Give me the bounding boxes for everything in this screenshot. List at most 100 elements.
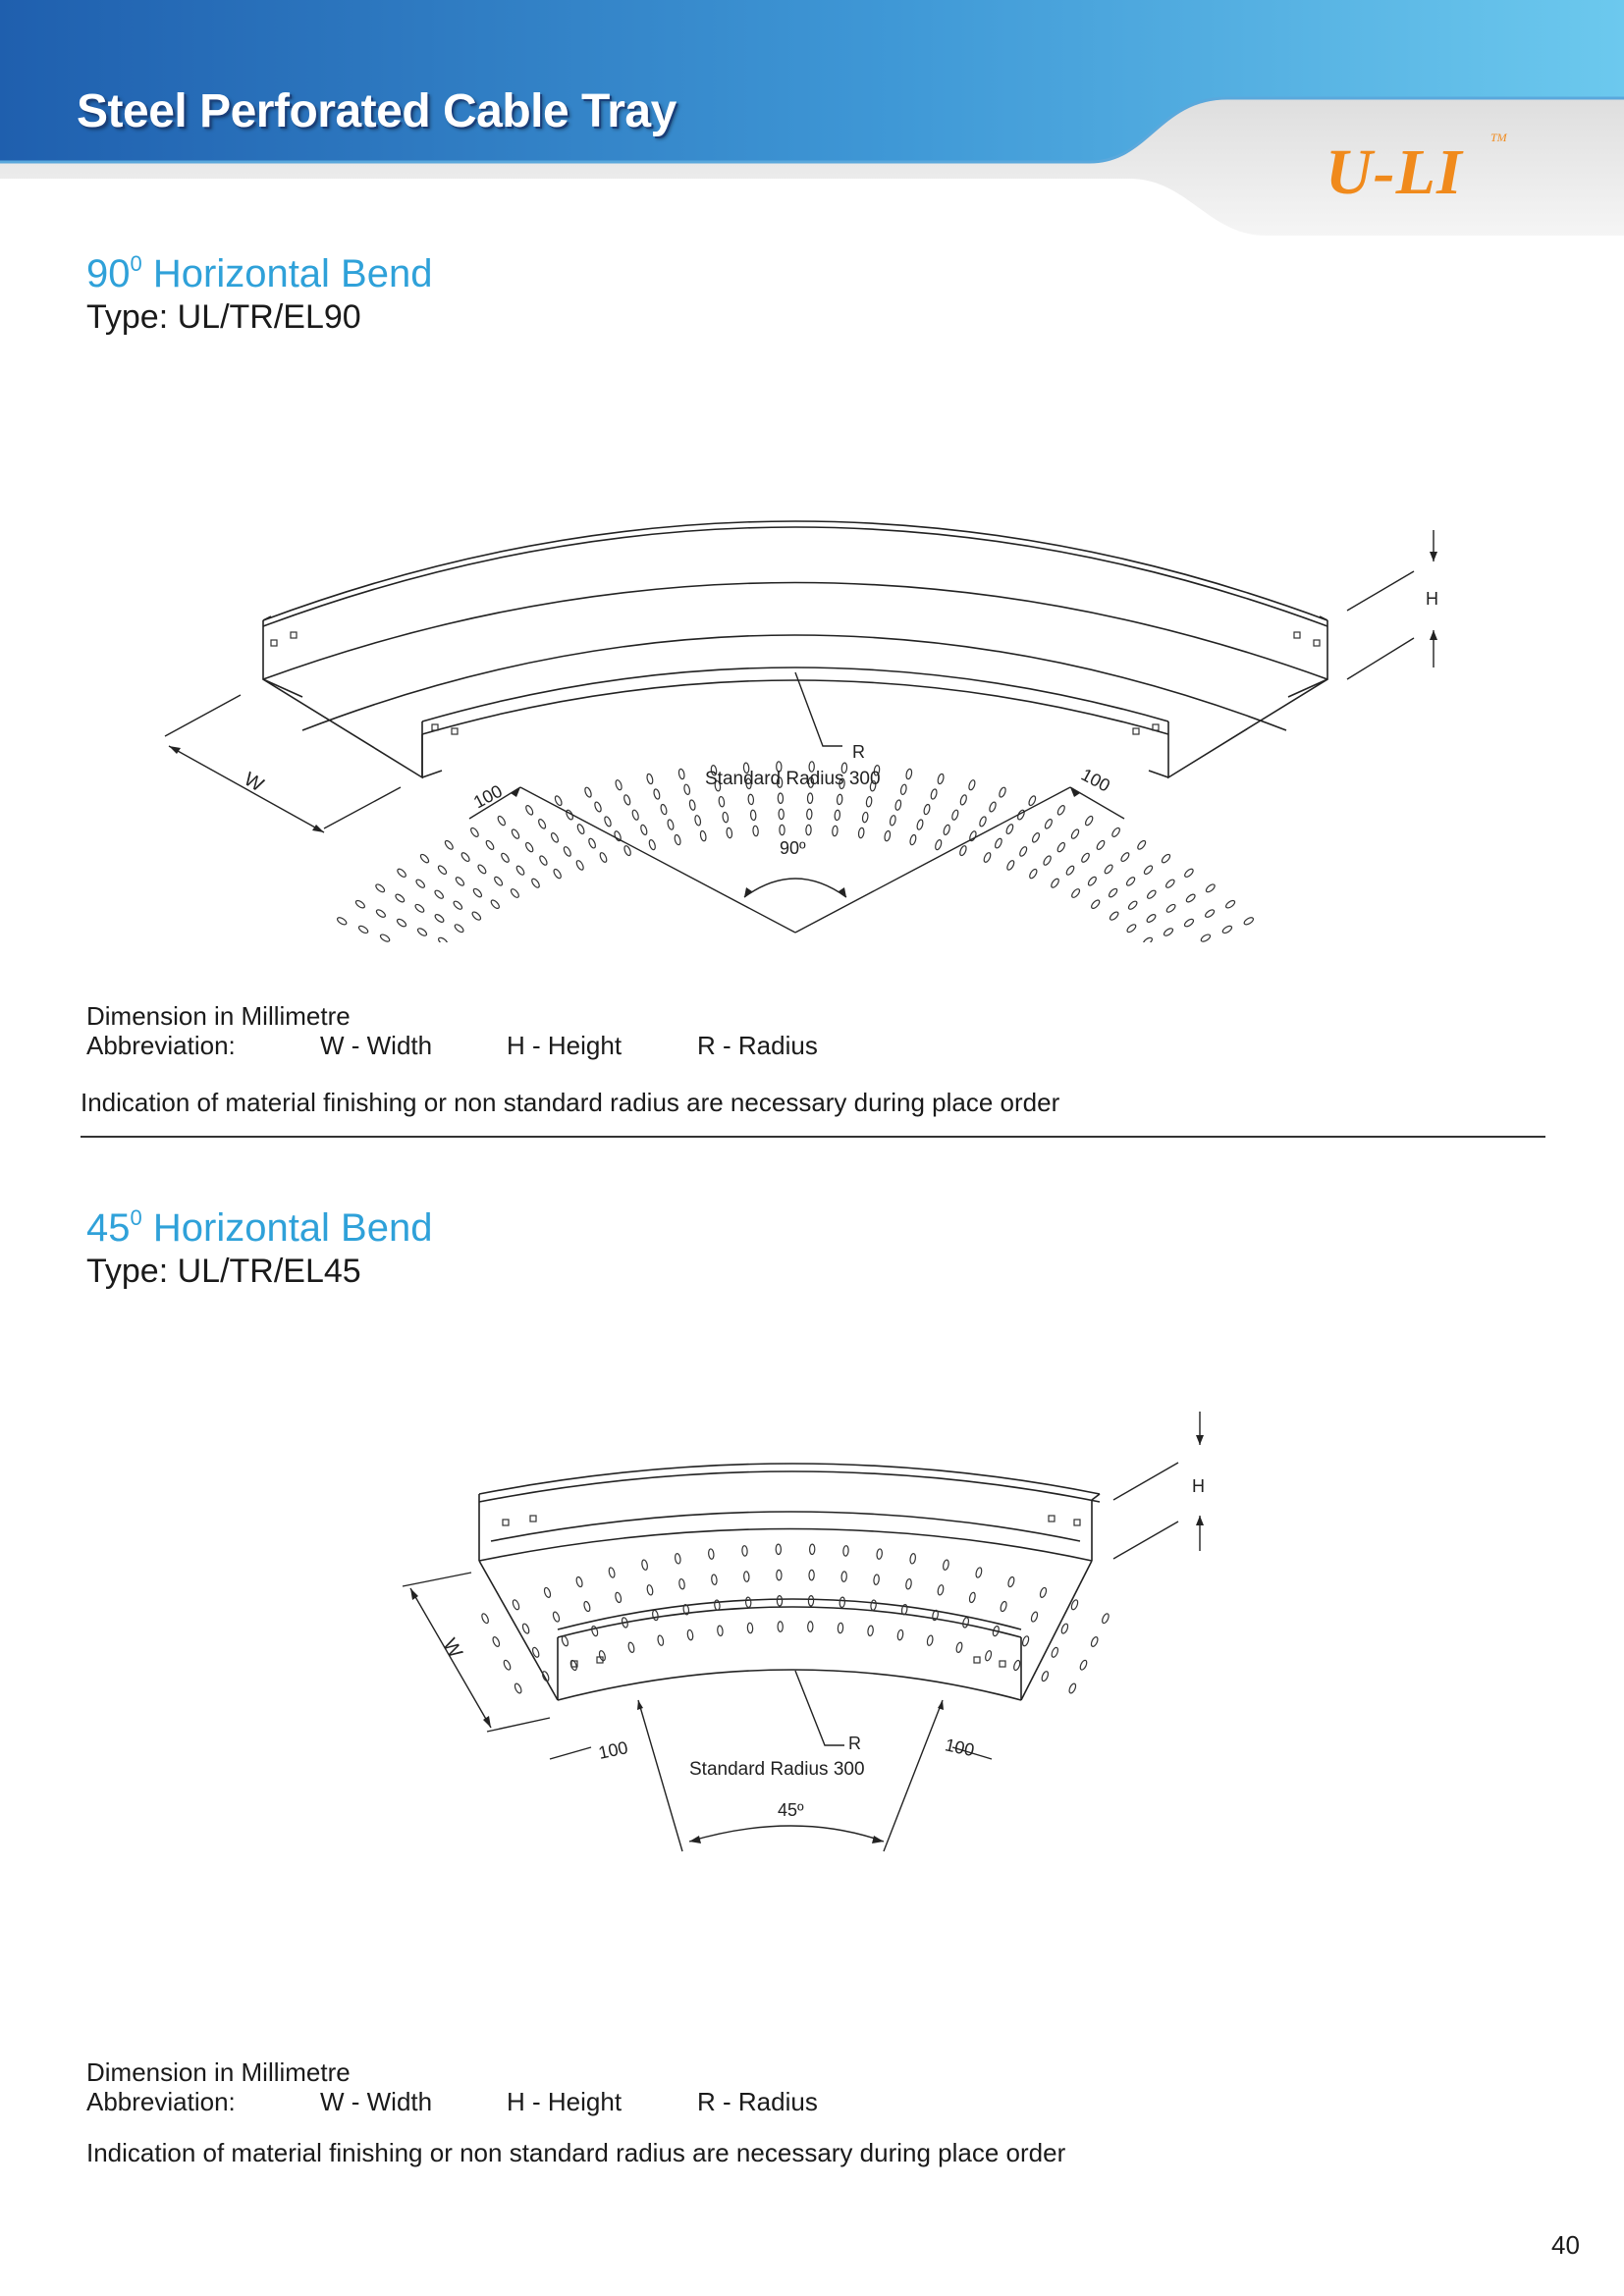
perforation-slot [1056,841,1065,853]
perforation-slot [1142,936,1153,942]
label-angle-90: 90º [780,838,806,858]
perforation-slot [937,773,945,785]
perforation-slot [615,779,623,791]
abbreviation-width-90: W - Width [320,1031,433,1060]
perforation-slot [1071,888,1081,898]
perforation-slot [943,824,950,835]
perforation-slot [899,783,907,796]
perforation-slot [699,829,707,842]
perforation-slot [711,1574,718,1585]
fixing-holes-45 [502,1515,1081,1668]
perforation-slot [1043,855,1052,866]
label-dim-right-90: 100 [1078,765,1113,796]
perforation-slot [1079,1659,1088,1671]
perforation-slot [1205,883,1216,893]
tray-outline-45 [478,1463,1101,1701]
perforation-slot [492,1636,501,1647]
perforation-slot [861,811,869,824]
perforation-slot [497,815,506,827]
perforation-slot [678,1577,685,1590]
perforation-slot [550,832,560,843]
abbreviation-label-45: Abbreviation: [86,2087,236,2116]
section-title-90-degree: 0 [130,251,142,276]
perforation-slot [481,1613,489,1625]
perforation-slot [1006,860,1015,871]
perforation-slot [1111,827,1120,837]
label-dim-left-90: 100 [470,781,506,813]
perforation-slot [839,777,845,790]
perforation-slot [416,928,428,936]
perforation-slot [1183,918,1195,928]
perforation-slot [1021,1635,1030,1647]
section-title-90: 900 Horizontal Bend [86,251,432,296]
perforation-slot [932,1609,939,1622]
perforation-slot [1044,819,1053,829]
perforation-slot [646,773,654,785]
perforation-slot [419,853,430,864]
perforation-slot [541,1671,550,1682]
perforation-slot [776,1595,784,1607]
perforation-slot [1120,852,1130,863]
perforation-slot [807,1621,814,1632]
perforation-slot [438,936,449,942]
perforation-slot [708,1548,715,1560]
perforation-slot [674,833,681,846]
perforation-slot [935,839,943,851]
tray-outline-90 [262,520,1328,779]
perforation-slot [379,934,391,942]
perforation-slot [937,1584,945,1596]
perforation-slot [470,827,479,837]
page-number: 40 [1551,2230,1580,2260]
perforation-slot [1005,824,1014,835]
perforation-slot [999,786,1006,798]
perforation-slot [1056,805,1065,816]
perforation-slot [1000,1600,1007,1613]
perforation-slot [1039,1586,1048,1598]
perforation-slot [621,1617,628,1629]
dimension-arrows-45 [410,1435,1204,1843]
perforation-slot [1031,832,1041,843]
type-line-90: Type: UL/TR/EL90 [86,298,361,336]
perforation-slot [521,1623,530,1634]
perforation-slot [375,883,386,893]
perforation-slot [747,793,755,806]
perforation-slot [1070,828,1080,839]
perforation-slot [539,855,548,866]
perforation-slot [686,1629,694,1641]
perforation-slot [1007,1575,1015,1588]
perforation-slot [1029,868,1038,880]
fixing-holes-90 [270,631,1321,735]
section-title-45-text: Horizontal Bend [141,1206,433,1250]
perforation-slot [743,1571,750,1582]
perforation-slot [396,918,407,928]
perforation-slot [839,1596,846,1609]
type-line-45: Type: UL/TR/EL45 [86,1253,361,1290]
label-radius-45: Standard Radius 300 [689,1759,865,1780]
abbreviation-label-90: Abbreviation: [86,1031,236,1060]
perforation-slot [995,837,1002,849]
perforation-slot [1185,893,1196,903]
label-w-90: W [241,769,267,797]
perforation-slot [968,1591,976,1604]
perforation-slot [1090,1636,1099,1647]
perforation-slot [916,819,924,830]
perforation-slot [776,761,783,773]
perforation-slot [454,924,464,934]
perforation-slot [575,860,584,871]
perforation-slot [909,833,917,846]
perforation-slot [726,827,733,839]
perforation-slot [714,779,722,792]
header-banner: Steel Perforated Cable Tray U-LI TM [0,0,1624,236]
perforation-slot [1146,914,1157,923]
perforation-slot [1164,879,1175,888]
perforation-slot [494,876,504,886]
perforation-slot [511,828,520,839]
perforation-slot [749,809,757,822]
perforation-slot [1091,899,1101,909]
abbreviation-radius-45: R - Radius [697,2087,818,2116]
perforation-slot [1068,1682,1077,1694]
order-note-90: Indication of material finishing or non … [81,1088,1060,1117]
perforation-slot [959,794,967,806]
drawing-45-bend: W H R Standard Radius 300 100 100 45º [402,1412,1205,1852]
dimension-arrows-90 [169,552,1437,897]
